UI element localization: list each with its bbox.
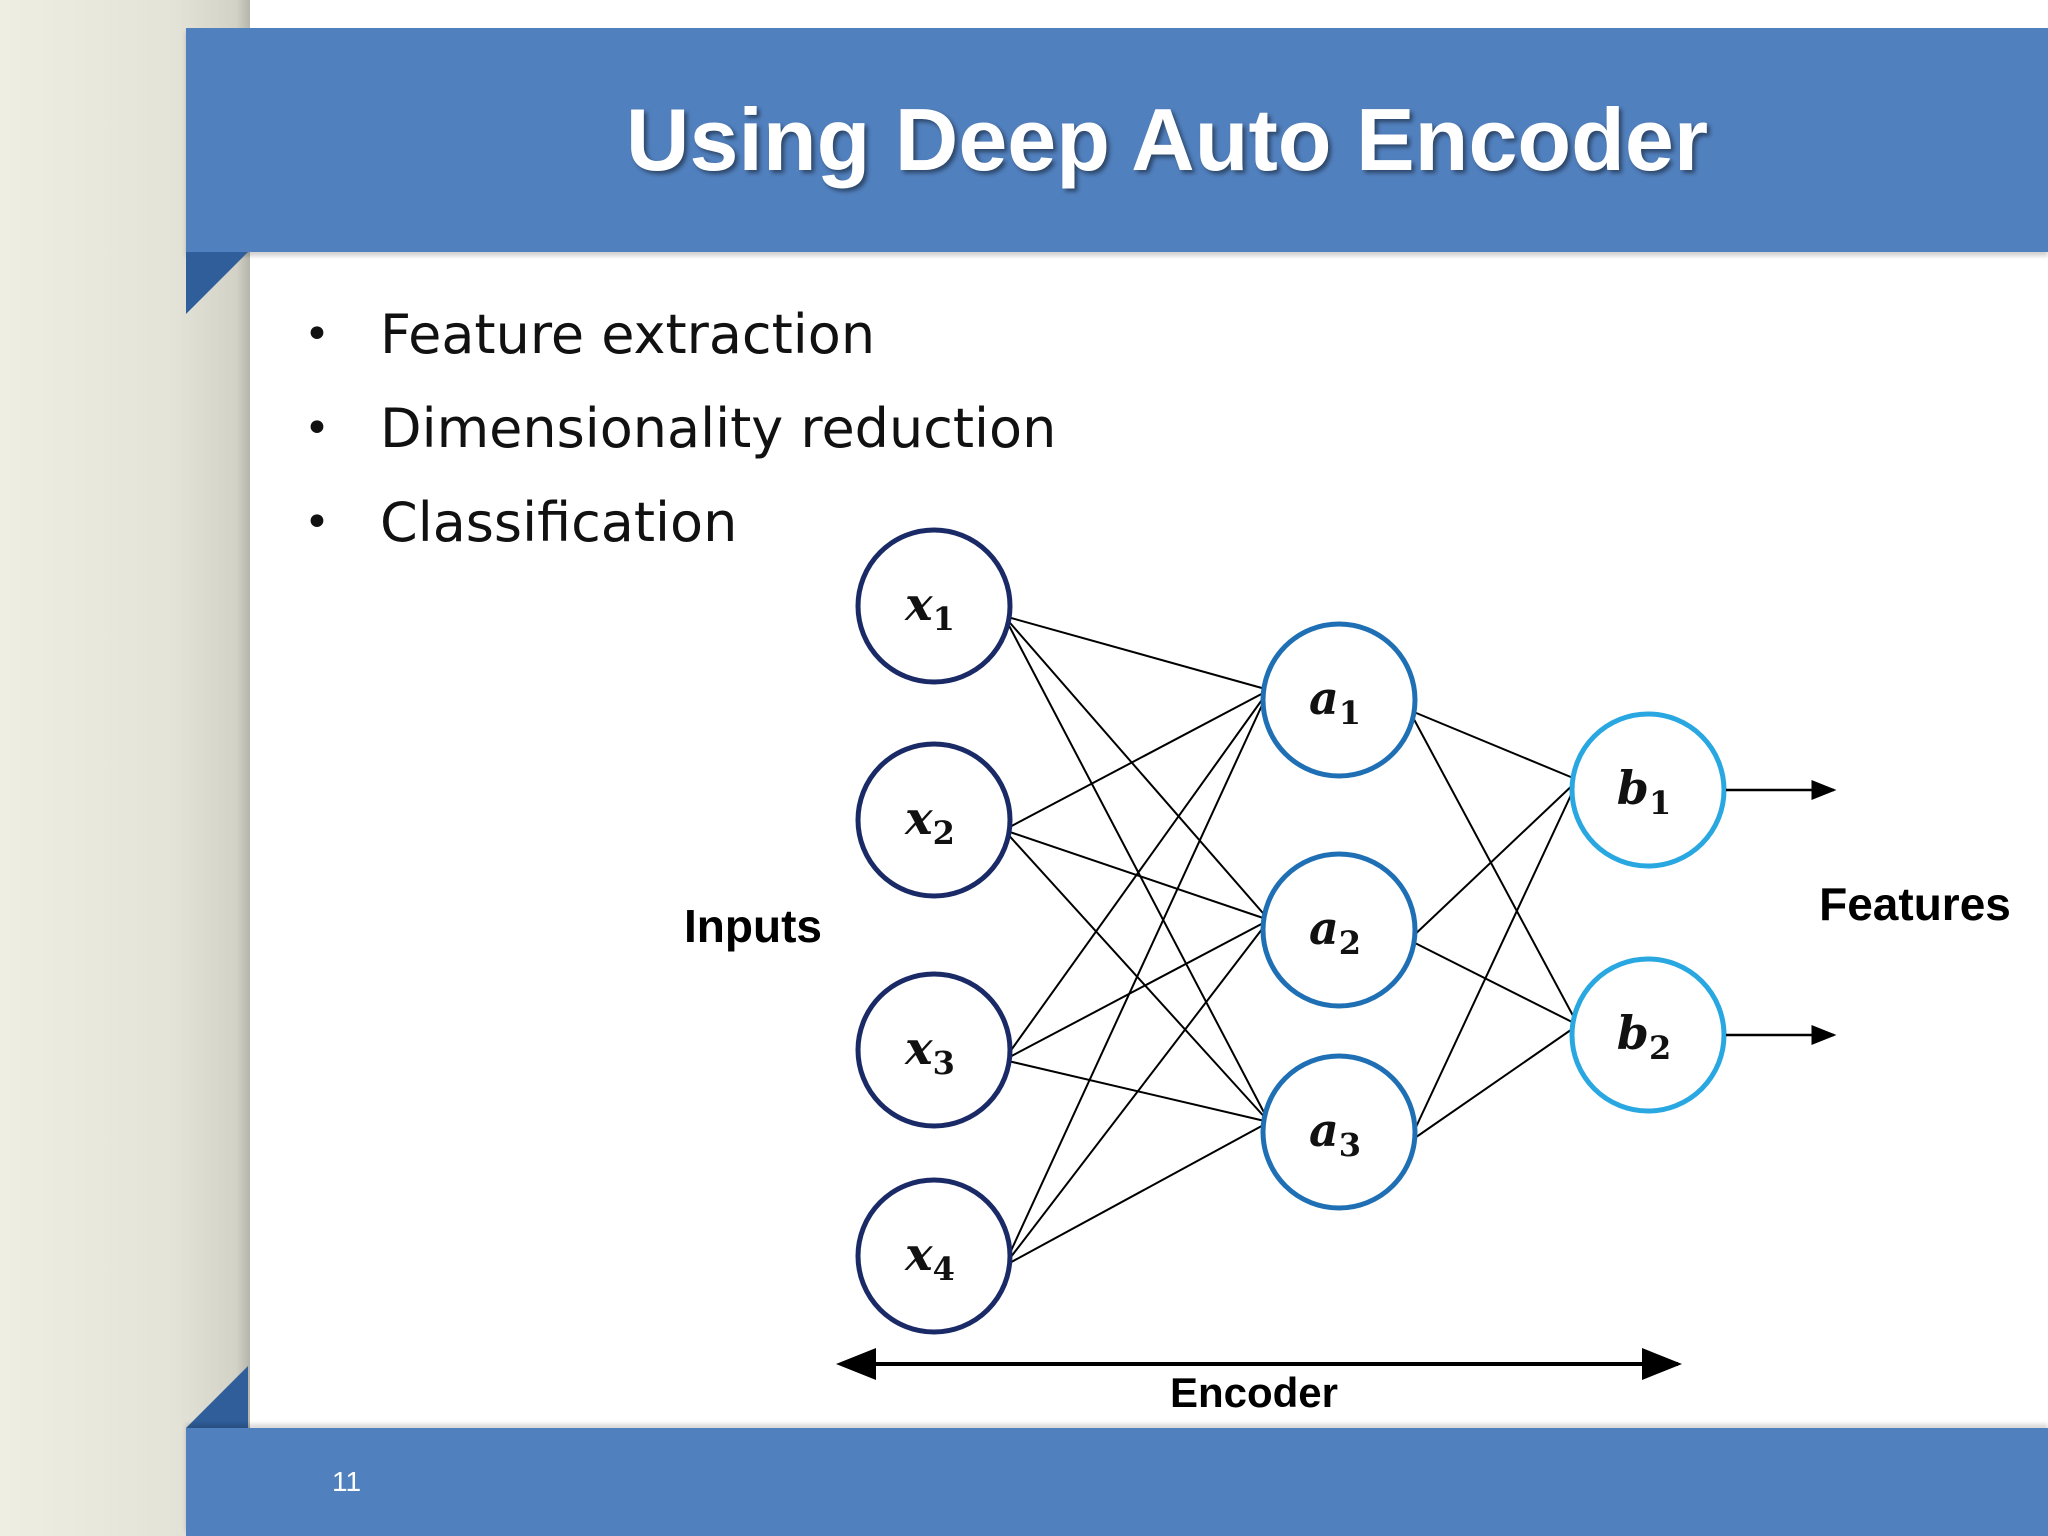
node-label: x2 [904, 791, 955, 852]
edge-hidden-node-1-to-output-node-2 [1408, 709, 1579, 1026]
node-circle [1260, 1053, 1418, 1211]
node-label: a3 [1309, 1103, 1361, 1164]
node-circle [855, 971, 1013, 1129]
node-label: a1 [1309, 671, 1361, 732]
input-node-x1: x1 [855, 527, 1013, 685]
bullet-text: Classification [380, 491, 738, 554]
edge-input-node-1-to-hidden-node-3 [1003, 615, 1270, 1123]
bullet-item: • Feature extraction [300, 295, 1056, 389]
hidden-node-a1: a1 [1260, 621, 1418, 779]
network-nodes: x1 x2 x3 x4 a1 a2 a3 b1 b2 [855, 527, 1727, 1335]
footer-band [186, 1428, 2048, 1536]
features-label: Features [1819, 878, 2011, 930]
network-edges [1003, 615, 1579, 1267]
edge-input-node-3-to-hidden-node-2 [1003, 919, 1270, 1061]
node-label: x4 [904, 1227, 955, 1288]
edge-input-node-3-to-hidden-node-3 [1003, 1059, 1270, 1123]
node-circle [855, 741, 1013, 899]
edge-hidden-node-1-to-output-node-1 [1408, 709, 1579, 781]
node-circle [855, 527, 1013, 685]
edge-input-node-3-to-hidden-node-1 [1003, 689, 1270, 1061]
footer-band-fold [186, 1366, 248, 1428]
node-label: a2 [1309, 901, 1361, 962]
inputs-label: Inputs [684, 900, 822, 952]
encoder-label: Encoder [1170, 1369, 1338, 1416]
edge-input-node-2-to-hidden-node-1 [1003, 689, 1270, 831]
edge-hidden-node-3-to-output-node-1 [1408, 779, 1579, 1143]
node-circle [1569, 711, 1727, 869]
node-label: b1 [1617, 761, 1671, 822]
bullet-dot: • [304, 309, 330, 360]
node-circle [1260, 621, 1418, 779]
bullet-list: • Feature extraction • Dimensionality redu… [300, 295, 1056, 577]
slide-title: Using Deep Auto Encoder [625, 90, 1709, 189]
hidden-node-a3: a3 [1260, 1053, 1418, 1211]
slide-left-shadow [236, 0, 250, 1536]
bullet-dot: • [304, 403, 330, 454]
edge-input-node-4-to-hidden-node-2 [1003, 919, 1270, 1267]
edge-input-node-1-to-hidden-node-2 [1003, 615, 1270, 921]
edge-hidden-node-2-to-output-node-2 [1408, 939, 1579, 1026]
edge-input-node-4-to-hidden-node-1 [1003, 689, 1270, 1267]
title-band [186, 28, 2048, 252]
input-node-x2: x2 [855, 741, 1013, 899]
page-number: 11 [332, 1466, 362, 1497]
edge-hidden-node-2-to-output-node-1 [1408, 779, 1579, 941]
edge-hidden-node-3-to-output-node-2 [1408, 1024, 1579, 1143]
edge-input-node-4-to-hidden-node-3 [1003, 1121, 1270, 1267]
output-node-b2: b2 [1569, 956, 1727, 1114]
node-circle [1569, 956, 1727, 1114]
input-node-x3: x3 [855, 971, 1013, 1129]
bullet-item: • Classification [300, 483, 1056, 577]
node-label: x1 [904, 577, 955, 638]
title-band-fold [186, 252, 248, 314]
bullet-dot: • [304, 497, 330, 548]
node-label: b2 [1617, 1006, 1671, 1067]
input-node-x4: x4 [855, 1177, 1013, 1335]
bullet-text: Dimensionality reduction [380, 397, 1057, 460]
edge-input-node-1-to-hidden-node-1 [1003, 615, 1270, 691]
output-node-b1: b1 [1569, 711, 1727, 869]
bullet-item: • Dimensionality reduction [300, 389, 1056, 483]
hidden-node-a2: a2 [1260, 851, 1418, 1009]
node-circle [855, 1177, 1013, 1335]
node-circle [1260, 851, 1418, 1009]
bullet-text: Feature extraction [380, 303, 876, 366]
node-label: x3 [904, 1021, 955, 1082]
